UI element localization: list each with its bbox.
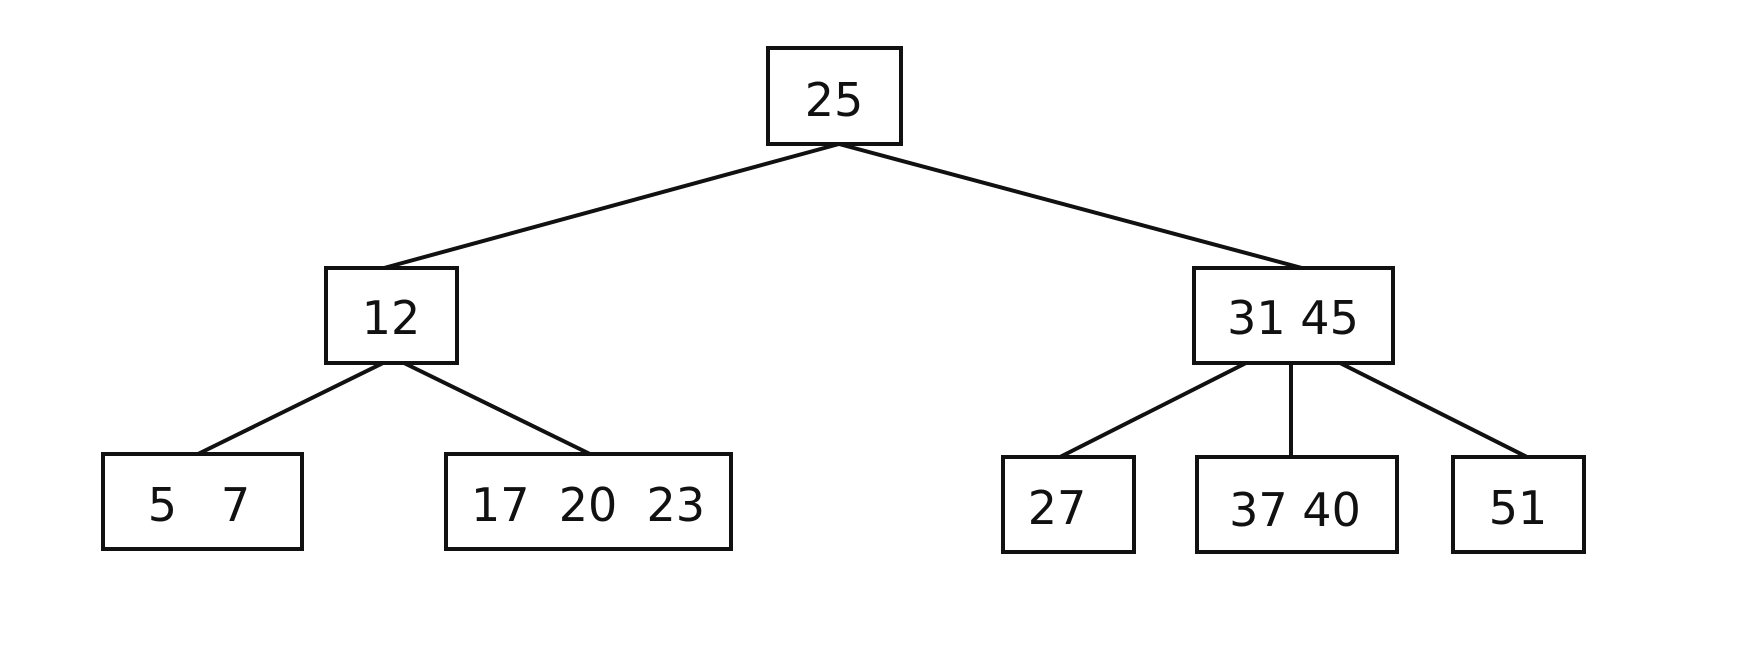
- tree-node-31-45: 31 45: [1192, 266, 1395, 365]
- tree-node-12: 12: [324, 266, 459, 365]
- node-label-31-45: 31 45: [1227, 291, 1359, 345]
- leaf-label-51: 51: [1489, 481, 1548, 535]
- edge-root-to-12: [383, 142, 840, 270]
- tree-node-root: 25: [766, 46, 903, 146]
- edge-12-to-17-20-23: [403, 361, 591, 456]
- node-label-root: 25: [805, 73, 864, 127]
- tree-leaf-37-40: 37 40: [1195, 455, 1399, 554]
- edge-root-to-31-45: [838, 142, 1303, 270]
- tree-leaf-27: 27: [1001, 455, 1136, 554]
- leaf-label-27: 27: [1028, 481, 1087, 535]
- node-label-12: 12: [362, 291, 421, 345]
- leaf-label-5-7: 5 7: [148, 478, 250, 532]
- edge-12-to-5-7: [197, 361, 384, 456]
- edge-31-45-to-27: [1059, 361, 1247, 459]
- leaf-label-37-40: 37 40: [1229, 483, 1361, 537]
- tree-leaf-5-7: 5 7: [101, 452, 304, 551]
- tree-leaf-17-20-23: 17 20 23: [444, 452, 733, 551]
- tree-leaf-51: 51: [1451, 455, 1586, 554]
- edge-31-45-to-51: [1339, 361, 1528, 459]
- leaf-label-17-20-23: 17 20 23: [471, 478, 705, 532]
